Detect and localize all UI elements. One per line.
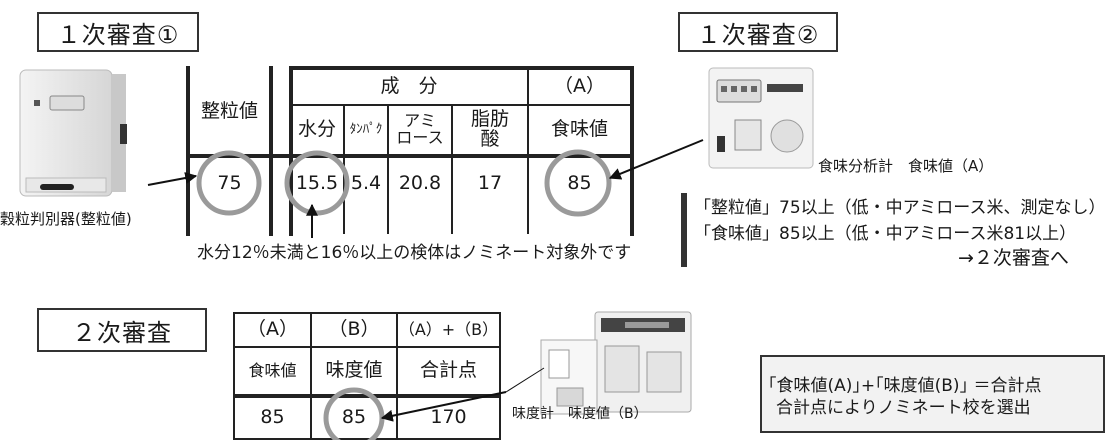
- table2-col-sep: [310, 312, 312, 440]
- table1-header-seibun: 成 分: [380, 75, 438, 98]
- table1-value-suibun: 15.5: [295, 172, 339, 195]
- highlight-circle-mido: [323, 387, 385, 440]
- stage1-part1-label: １次審査①: [37, 12, 199, 52]
- grain-discriminator-image: [12, 66, 130, 202]
- table1-mid-border-b: [289, 66, 293, 236]
- table1-col-sep: [527, 66, 529, 234]
- table1-right-border: [630, 66, 634, 236]
- highlight-circle-suibun: [284, 150, 350, 216]
- table2-left-border: [233, 312, 235, 440]
- formula-selection-line: 合計点によりノミネート校を選出: [776, 398, 1031, 418]
- table1-sub-amylose: アミ ロース: [396, 111, 444, 147]
- table1-sub-tanpaku: ﾀﾝﾊﾟｸ: [349, 122, 383, 138]
- table1-col-sep: [451, 104, 453, 234]
- table1-value-seiryu: 75: [217, 172, 242, 195]
- table2-value-shokumi: 85: [260, 406, 285, 429]
- table2-sub-mido: 味度値: [325, 359, 383, 382]
- table1-value-shokumi: 85: [567, 172, 592, 195]
- table2-header-bottom-rule: [233, 394, 501, 398]
- criteria-bar: [681, 193, 687, 267]
- table2-top-border: [233, 312, 501, 314]
- table1-value-tanpaku: 5.4: [350, 172, 382, 195]
- moisture-exclusion-note: 水分12％未満と16％以上の検体はノミネート対象外です: [197, 243, 632, 263]
- table2-right-border: [499, 312, 501, 440]
- table1-col-sep: [387, 104, 389, 234]
- table1-sub-suibun: 水分: [297, 118, 336, 141]
- highlight-circle-shokumi: [544, 149, 612, 217]
- table1-sub-shokumi: 食味値: [550, 118, 608, 141]
- table2-value-mido: 85: [341, 406, 367, 429]
- taste-analyzer-image: [705, 60, 820, 174]
- table2-header-a: （A）: [247, 318, 298, 341]
- criteria-seiryu: 「整粒値」75以上（低・中アミロース米、測定なし）: [694, 198, 1106, 218]
- table1-sub-shibousan: 脂肪 酸: [470, 108, 509, 150]
- formula-line: ｢食味値(A)｣+｢味度値(B)｣ ＝合計点: [768, 376, 1042, 396]
- stage1-part2-label: １次審査②: [678, 12, 838, 52]
- criteria-shokumi: 「食味値」85以上（低・中アミロース米81以上）: [694, 224, 1077, 244]
- table1-mid-border-a: [269, 66, 273, 236]
- table2-col-sep: [396, 312, 398, 440]
- table2-value-total: 170: [430, 406, 467, 429]
- stage2-label: ２次審査: [37, 308, 207, 352]
- taste-analyzer-caption: 食味分析計 食味値（A）: [818, 157, 994, 175]
- table2-bottom-rule: [233, 438, 501, 440]
- table2-header-sum: （A）+（B）: [398, 319, 499, 339]
- table2-sub-shokumi: 食味値: [248, 360, 297, 380]
- table2-header-rule: [233, 346, 501, 348]
- table1-group-rule: [291, 104, 630, 106]
- table1-value-amylose: 20.8: [398, 172, 442, 195]
- formula-box: ｢食味値(A)｣+｢味度値(B)｣ ＝合計点 合計点によりノミネート校を選出: [760, 355, 1105, 433]
- table1-header-seiryu: 整粒値: [200, 100, 258, 123]
- table1-header-a: （A）: [554, 75, 605, 98]
- highlight-circle-seiryu: [196, 150, 262, 216]
- grain-discriminator-caption: 穀粒判別器(整粒値): [0, 210, 132, 228]
- criteria-next-stage: →２次審査へ: [958, 247, 1069, 269]
- taste-meter-image: [535, 302, 695, 422]
- connector-meter: [505, 367, 545, 393]
- table1-left-border: [186, 66, 190, 236]
- table1-header-bottom-rule: [186, 154, 634, 158]
- taste-meter-caption: 味度計 味度値（B）: [512, 406, 648, 422]
- table1-value-shibousan: 17: [477, 172, 503, 195]
- table1-top-border: [289, 66, 634, 70]
- arrow-grain-to-seiryu: [147, 172, 198, 186]
- arrow-meter-to-mido: [380, 391, 507, 422]
- table2-header-b: （B）: [328, 318, 380, 341]
- table2-sub-total: 合計点: [419, 359, 477, 382]
- arrow-analyzer-to-shokumi: [608, 139, 704, 180]
